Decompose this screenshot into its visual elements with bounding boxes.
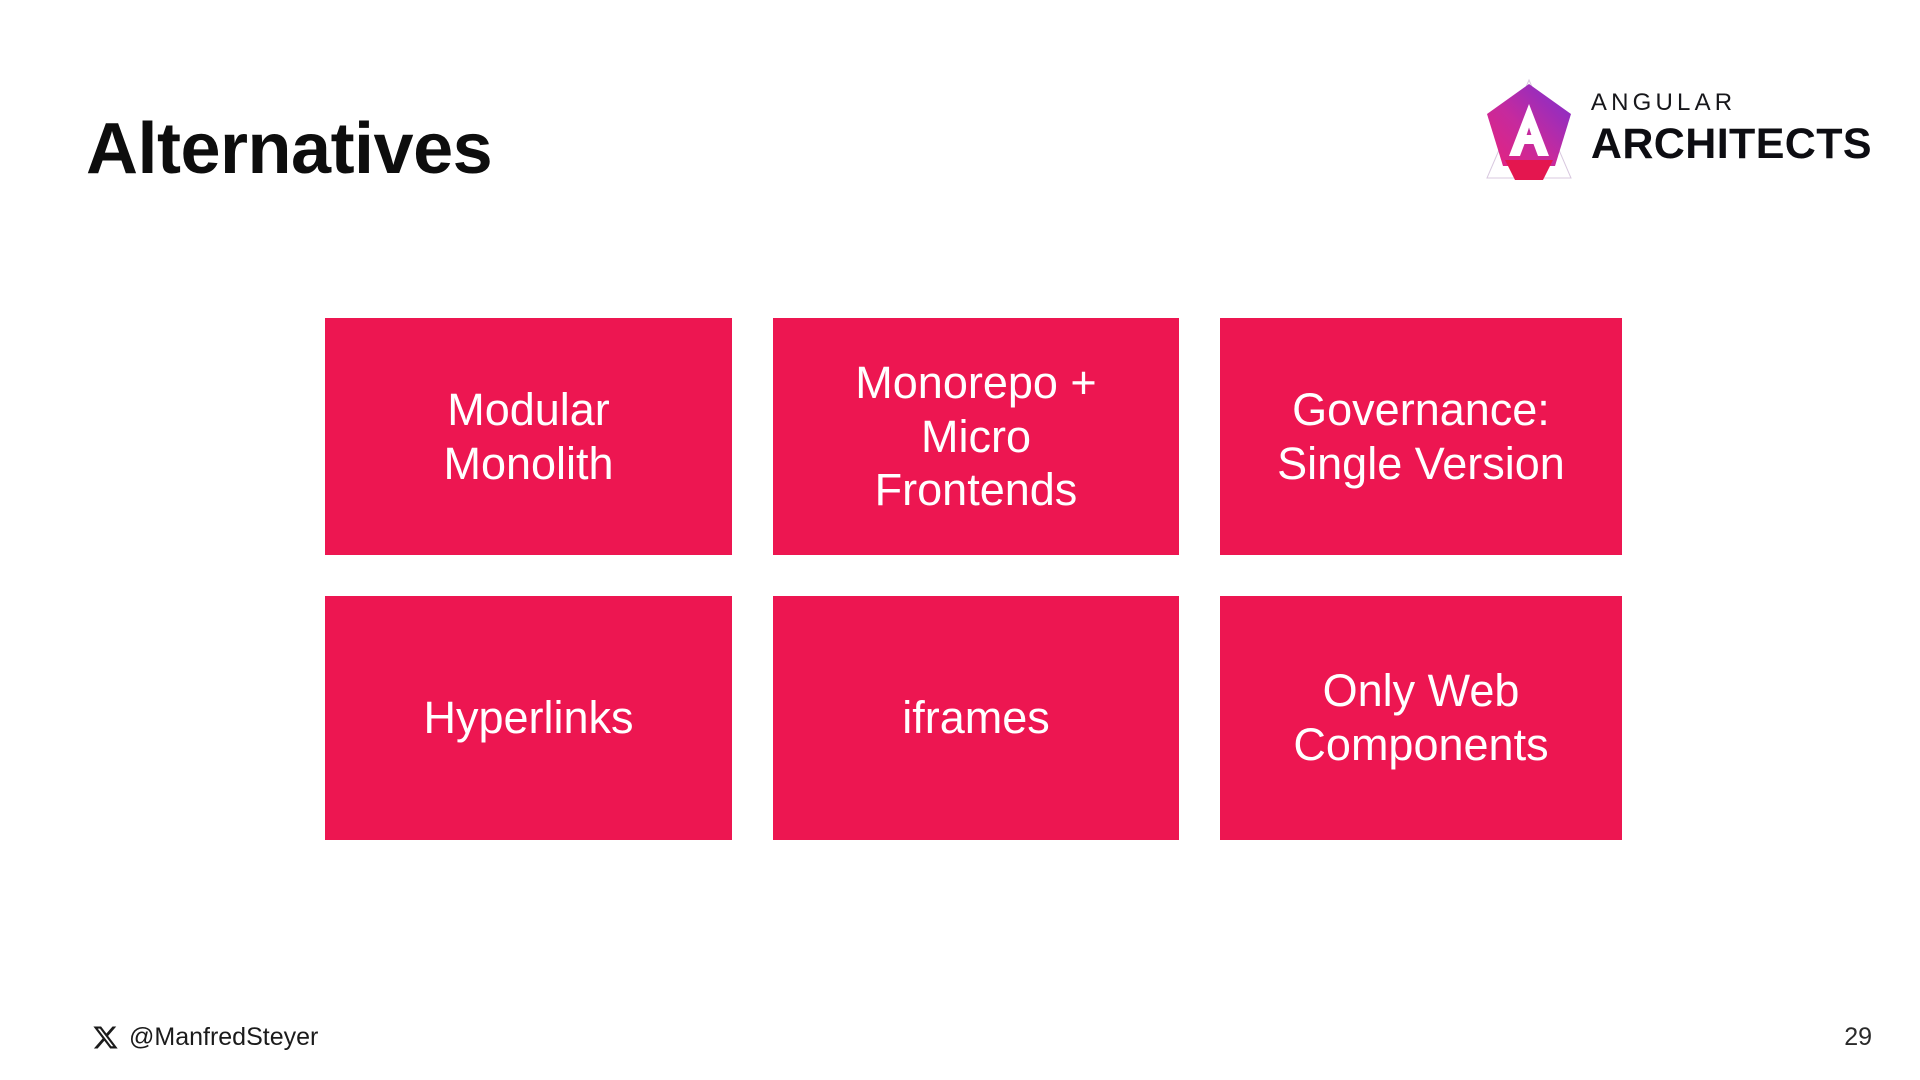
angular-architects-logo: ANGULAR ARCHITECTS	[1481, 72, 1872, 188]
footer-social-handle: @ManfredSteyer	[92, 1023, 318, 1052]
alternative-box-hyperlinks: Hyperlinks	[325, 596, 732, 840]
alternatives-box-grid: Modular Monolith Monorepo + Micro Fronte…	[325, 318, 1622, 840]
logo-line-architects: ARCHITECTS	[1590, 119, 1872, 168]
alternative-box-governance-single-version: Governance: Single Version	[1220, 318, 1622, 555]
logo-line-angular: ANGULAR	[1590, 88, 1737, 116]
alternative-box-only-web-components: Only Web Components	[1220, 596, 1622, 840]
angular-architects-logo-mark	[1481, 74, 1577, 186]
logo-wordmark: ANGULAR ARCHITECTS	[1590, 88, 1872, 170]
alternative-box-modular-monolith: Modular Monolith	[325, 318, 732, 555]
page-title: Alternatives	[86, 109, 493, 189]
alternative-box-iframes: iframes	[773, 596, 1179, 840]
x-twitter-icon	[92, 1024, 119, 1051]
footer-handle-text: @ManfredSteyer	[129, 1023, 319, 1051]
slide-page-number: 29	[1844, 1023, 1872, 1051]
alternative-box-monorepo-micro-frontends: Monorepo + Micro Frontends	[773, 318, 1179, 555]
